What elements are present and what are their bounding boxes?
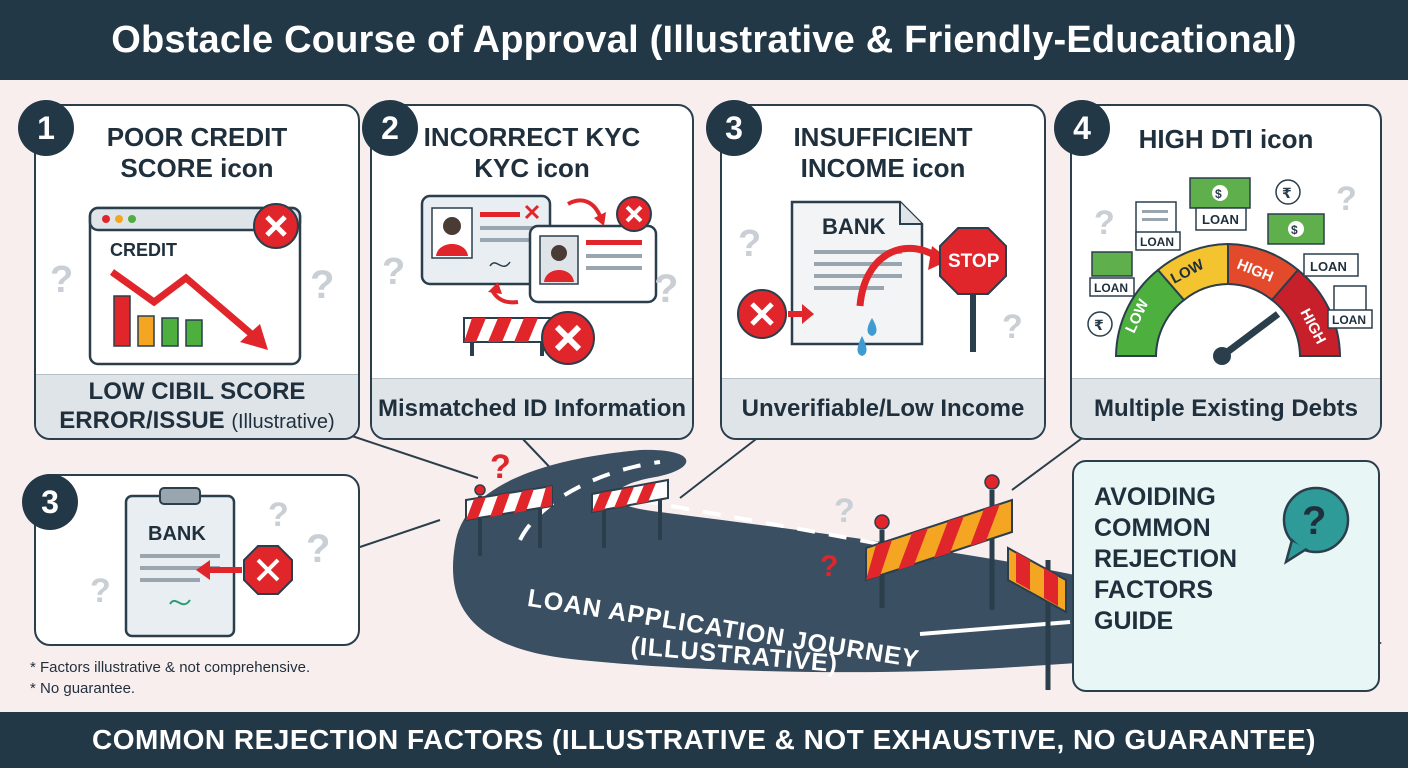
barrier — [1007, 546, 1067, 690]
step-badge-4: 4 — [1054, 100, 1110, 156]
loan-money-icon: LOAN — [1089, 251, 1135, 297]
footer-title: COMMON REJECTION FACTORS (ILLUSTRATIVE &… — [91, 724, 1316, 755]
question-mark-icon: ? — [50, 259, 73, 301]
svg-text:LOAN: LOAN — [1094, 281, 1128, 295]
caption-suffix: (Illustrative) — [231, 410, 335, 433]
income-illustration: BANK STOP ? ? — [737, 200, 1023, 356]
svg-text:₹: ₹ — [1094, 318, 1104, 334]
bank-statement-illustration: BANK ? ? ? — [90, 487, 330, 638]
dti-illustration: LOW LOW HIGH HIGH LOAN $ LOAN $ LOAN — [1087, 177, 1373, 365]
question-mark-icon: ? — [490, 448, 511, 486]
note-line: * No guarantee. — [30, 680, 136, 697]
question-mark-icon: ? — [820, 550, 838, 583]
disclaimer-notes: * Factors illustrative & not comprehensi… — [30, 657, 310, 699]
svg-text:$: $ — [1215, 187, 1222, 201]
svg-text:$: $ — [1291, 223, 1298, 237]
header-banner: Obstacle Course of Approval (Illustrativ… — [0, 0, 1408, 80]
caption-line1: LOW CIBIL SCORE — [88, 377, 306, 405]
note-line: * Factors illustrative & not comprehensi… — [30, 659, 311, 676]
svg-text:?: ? — [1302, 499, 1326, 543]
guide-panel: AVOIDING COMMON REJECTION FACTORS GUIDE … — [1072, 460, 1380, 692]
bank-label: BANK — [822, 214, 886, 239]
card-caption: Mismatched ID Information — [372, 378, 692, 438]
svg-text:LOAN: LOAN — [1310, 259, 1347, 274]
credit-label: CREDIT — [110, 240, 177, 260]
guide-line: REJECTION — [1094, 545, 1238, 573]
guide-line: AVOIDING — [1094, 483, 1216, 511]
question-mark-icon: ? — [1094, 204, 1115, 242]
question-mark-icon: ? — [834, 492, 855, 530]
question-mark-icon: ? — [654, 267, 678, 311]
question-mark-icon: ? — [1002, 308, 1023, 346]
road — [452, 449, 1201, 673]
connector-line — [679, 435, 761, 499]
road-lane-line — [919, 620, 1071, 636]
question-mark-icon: ? — [382, 251, 405, 293]
card-title-line1: POOR CREDIT — [106, 122, 288, 152]
card-title-line1: INCORRECT KYC — [423, 122, 641, 152]
road-dashes — [518, 460, 901, 550]
card-insufficient-income: INSUFFICIENT INCOME icon BANK STOP ? ? U… — [720, 104, 1046, 440]
caption-line2: ERROR/ISSUE (Illustrative) — [59, 406, 335, 434]
card-caption: Multiple Existing Debts — [1072, 378, 1380, 438]
card-caption: Unverifiable/Low Income — [722, 378, 1044, 438]
connector-line — [356, 519, 441, 549]
step-badge-3: 3 — [706, 100, 762, 156]
connector-line — [351, 435, 479, 479]
loan-document-icon: LOAN — [1135, 201, 1181, 251]
rupee-coin-icon: ₹ — [1275, 179, 1301, 205]
footer-banner: COMMON REJECTION FACTORS (ILLUSTRATIVE &… — [0, 712, 1408, 768]
barrier — [465, 484, 553, 556]
page-title: Obstacle Course of Approval (Illustrativ… — [111, 18, 1297, 61]
question-bubble-icon: ? — [1282, 486, 1350, 565]
card-high-dti: HIGH DTI icon LOW LOW HIGH HIGH LOAN $ L… — [1070, 104, 1382, 440]
credit-score-illustration: CREDIT ? ? — [50, 203, 334, 366]
barrier — [591, 478, 669, 548]
card-incorrect-kyc: INCORRECT KYC KYC icon ? ? Misma — [370, 104, 694, 440]
loan-money-icon: $ LOAN — [1189, 177, 1251, 231]
step-badge-2: 2 — [362, 100, 418, 156]
card-caption: LOW CIBIL SCORE ERROR/ISSUE (Illustrativ… — [36, 374, 358, 438]
bank-label: BANK — [148, 523, 206, 545]
step-badge-1: 1 — [18, 100, 74, 156]
loan-tag-icon: LOAN — [1303, 253, 1359, 277]
guide-text: AVOIDING COMMON REJECTION FACTORS GUIDE — [1094, 482, 1294, 637]
card-title-line2: SCORE icon — [120, 153, 274, 183]
loan-money-icon: $ — [1267, 213, 1325, 245]
card-title-line2: INCOME icon — [800, 153, 966, 183]
stop-label: STOP — [948, 251, 1000, 272]
connector-line — [1011, 435, 1086, 491]
card-title-line1: HIGH DTI icon — [1138, 124, 1314, 154]
card-bank-statement: BANK ? ? ? — [34, 474, 360, 646]
svg-text:LOAN: LOAN — [1202, 212, 1239, 227]
step-badge-extra: 3 — [22, 474, 78, 530]
card-title-line2: KYC icon — [474, 153, 590, 183]
question-mark-icon: ? — [268, 496, 289, 534]
barrier — [865, 474, 1013, 610]
guide-line: COMMON — [1094, 514, 1211, 542]
loan-document-icon: LOAN — [1327, 285, 1373, 329]
rupee-coin-icon: ₹ — [1087, 311, 1113, 337]
question-mark-icon: ? — [310, 263, 334, 307]
question-mark-icon: ? — [1336, 180, 1357, 218]
kyc-illustration: ? ? — [382, 194, 678, 365]
card-poor-credit-score: POOR CREDIT SCORE icon CREDIT ? ? LOW CI… — [34, 104, 360, 440]
svg-text:LOAN: LOAN — [1332, 313, 1366, 327]
question-mark-icon: ? — [90, 572, 111, 610]
guide-line: FACTORS GUIDE — [1094, 576, 1213, 635]
question-mark-icon: ? — [738, 223, 761, 265]
question-mark-icon: ? — [306, 527, 330, 571]
card-title-line1: INSUFFICIENT — [793, 122, 973, 152]
svg-text:₹: ₹ — [1282, 186, 1292, 202]
svg-text:LOAN: LOAN — [1140, 235, 1174, 249]
